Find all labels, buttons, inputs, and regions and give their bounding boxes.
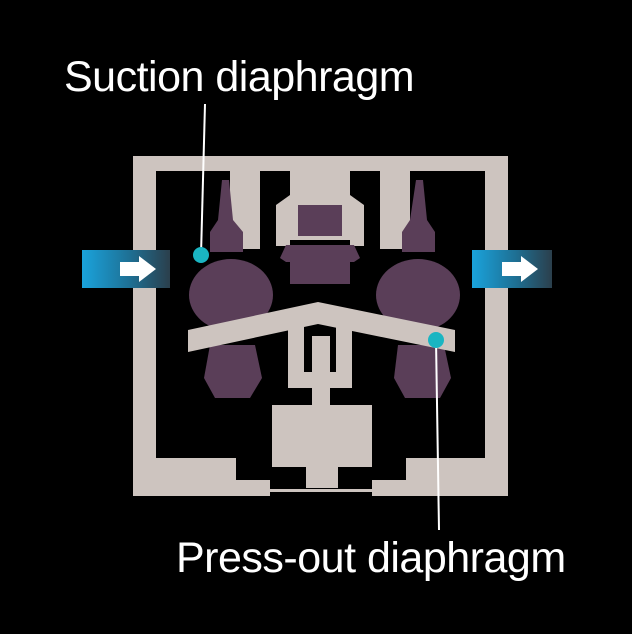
- suction-marker: [193, 247, 209, 263]
- suction-diaphragm-label: Suction diaphragm: [64, 53, 415, 101]
- press-out-leader-line: [435, 339, 440, 531]
- suction-diaphragm-assembly: [189, 180, 273, 398]
- suction-leader-line: [200, 103, 206, 256]
- press-out-marker: [428, 332, 444, 348]
- inlet-flow-arrow: [82, 250, 170, 288]
- press-out-diaphragm-label: Press-out diaphragm: [176, 534, 566, 582]
- outlet-flow-arrow: [472, 250, 552, 288]
- pump-housing: [133, 156, 508, 496]
- rocker-and-piston: [188, 302, 455, 488]
- right-arrow-icon: [502, 256, 538, 282]
- right-arrow-icon: [120, 256, 156, 282]
- central-valve: [280, 205, 360, 284]
